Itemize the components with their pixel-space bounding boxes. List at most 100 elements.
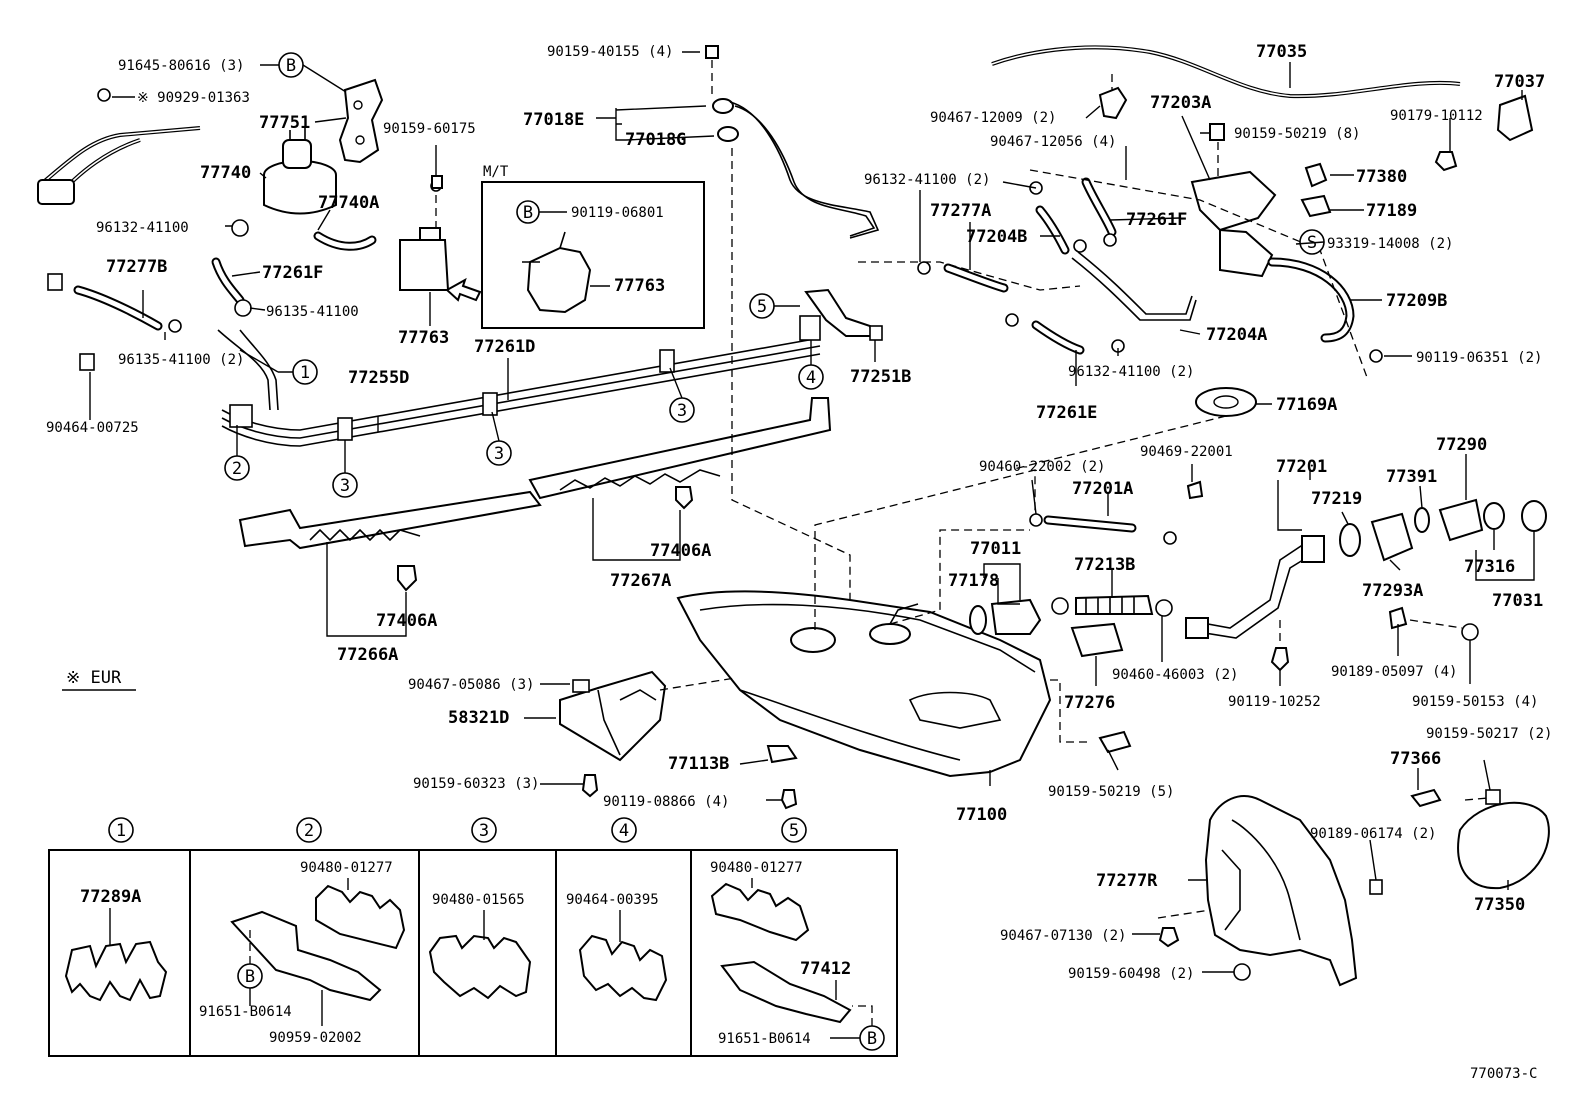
- pipe-neck: [1301, 535, 1325, 563]
- clamp-90460-46003: [1051, 597, 1069, 615]
- leader-lines: [89, 51, 1535, 973]
- label-90467-07130: 90467-07130 (2): [1000, 928, 1126, 944]
- label-90460-46003: 90460-46003 (2): [1112, 667, 1238, 683]
- clamp-90480-01277-icon: [315, 884, 406, 950]
- svg-text:4: 4: [806, 368, 816, 388]
- heat-insulator-58321D: [559, 670, 736, 798]
- filler-opening: [869, 623, 911, 645]
- label-77290: 77290: [1436, 435, 1487, 455]
- label-77018G: 77018G: [625, 130, 686, 150]
- label-90159-60175: 90159-60175: [383, 121, 476, 137]
- clip-77406A: [675, 486, 694, 510]
- clip-90189-05097: [1388, 606, 1408, 630]
- label-77031: 77031: [1492, 591, 1543, 611]
- connector-plug: [37, 179, 75, 205]
- label-58321D: 58321D: [448, 708, 509, 728]
- label-77204A: 77204A: [1206, 325, 1267, 345]
- clamp-96132: [231, 219, 249, 237]
- inset-90959-02002: 90959-02002: [269, 1030, 362, 1046]
- label-77406A-b: 77406A: [376, 611, 437, 631]
- clamp-90467: [1005, 313, 1019, 327]
- gasket-77169A: [1195, 387, 1257, 417]
- bracket-77751: [338, 78, 384, 164]
- canister-77740: [263, 128, 337, 215]
- clamp-96132: [917, 261, 931, 275]
- svg-text:5: 5: [789, 821, 799, 841]
- part-labels: 91645-80616 (3) ※ 90929-01363 77751 7774…: [46, 42, 1552, 982]
- label-77113B: 77113B: [668, 754, 729, 774]
- label-77213B: 77213B: [1074, 555, 1135, 575]
- svg-text:B: B: [245, 967, 255, 987]
- part-77293A: [1370, 512, 1414, 562]
- label-96135-b: 96135-41100 (2): [118, 352, 244, 368]
- clamp-3: [337, 417, 353, 441]
- inset-91651-b0614-b: 91651-B0614: [718, 1031, 811, 1047]
- inset-callout-3: [471, 817, 497, 843]
- clip-90464: [79, 353, 95, 371]
- grommet-77018G: [717, 126, 739, 142]
- diagram-code: 770073-C: [1470, 1066, 1537, 1082]
- label-77277B: 77277B: [106, 257, 167, 277]
- label-77380: 77380: [1356, 167, 1407, 187]
- label-77266A: 77266A: [337, 645, 398, 665]
- label-91645: 91645-80616 (3): [118, 58, 244, 74]
- label-77350: 77350: [1474, 895, 1525, 915]
- label-77763: 77763: [398, 328, 449, 348]
- svg-text:B: B: [286, 56, 296, 76]
- label-90189-06174: 90189-06174 (2): [1310, 826, 1436, 842]
- clamp-90480-01277-icon: [710, 882, 810, 942]
- clamp-3: [482, 392, 498, 416]
- label-77277R: 77277R: [1096, 871, 1158, 891]
- canister-group: [37, 78, 482, 317]
- pad-77113B: [766, 745, 798, 764]
- sender-77203A: [1190, 170, 1277, 232]
- part-77011: [990, 598, 1042, 635]
- label-96132-b: 96132-41100 (2): [864, 172, 990, 188]
- clamp-96135: [234, 299, 252, 317]
- label-90119-06351: 90119-06351 (2): [1416, 350, 1542, 366]
- label-77255D: 77255D: [348, 368, 409, 388]
- clamp-90467-12009: [1098, 86, 1128, 120]
- bolt-90119-06351: [1369, 349, 1383, 363]
- label-77035: 77035: [1256, 42, 1307, 62]
- inset-callout-2: [296, 817, 322, 843]
- clamp-90480-01565-icon: [428, 934, 532, 1000]
- inset-77289A: 77289A: [80, 887, 141, 907]
- vent-tube-group: [705, 45, 880, 620]
- clamp-90460-46003: [1155, 599, 1173, 617]
- clamp-90469: [1163, 531, 1177, 545]
- label-77204B: 77204B: [966, 227, 1027, 247]
- clamp-90460-22002: [1029, 513, 1043, 527]
- label-96132-c: 96132-41100 (2): [1068, 364, 1194, 380]
- label-77011: 77011: [970, 539, 1021, 559]
- label-77391: 77391: [1386, 467, 1437, 487]
- label-77251B: 77251B: [850, 367, 911, 387]
- label-90469-22001: 90469-22001: [1140, 444, 1233, 460]
- svg-text:3: 3: [340, 476, 350, 496]
- svg-text:2: 2: [232, 459, 242, 479]
- label-77740A: 77740A: [318, 193, 379, 213]
- fender-liner-77277R: [1204, 795, 1358, 987]
- svg-text:4: 4: [619, 821, 629, 841]
- clip-77406A: [397, 565, 418, 592]
- inset-callout-5: [781, 817, 807, 843]
- label-90929: ※ 90929-01363: [137, 90, 250, 106]
- clip-90467-05086: [572, 679, 590, 693]
- label-77201A: 77201A: [1072, 479, 1133, 499]
- svg-text:2: 2: [304, 821, 314, 841]
- clip-90189-06174: [1369, 879, 1383, 895]
- gasket-77219: [1339, 523, 1361, 557]
- label-77178: 77178: [948, 571, 999, 591]
- svg-text:1: 1: [116, 821, 126, 841]
- label-77219: 77219: [1311, 489, 1362, 509]
- protector-77267A: [528, 397, 832, 500]
- ring-77391: [1414, 507, 1430, 533]
- svg-text:3: 3: [677, 401, 687, 421]
- inset-90480-01277-a: 90480-01277: [300, 860, 393, 876]
- inset-callout-4: [611, 817, 637, 843]
- label-77100: 77100: [956, 805, 1007, 825]
- svg-text:3: 3: [479, 821, 489, 841]
- part-77380: [1304, 162, 1328, 188]
- inset-77412: 77412: [800, 959, 851, 979]
- fuel-tank-77100: [676, 469, 1090, 778]
